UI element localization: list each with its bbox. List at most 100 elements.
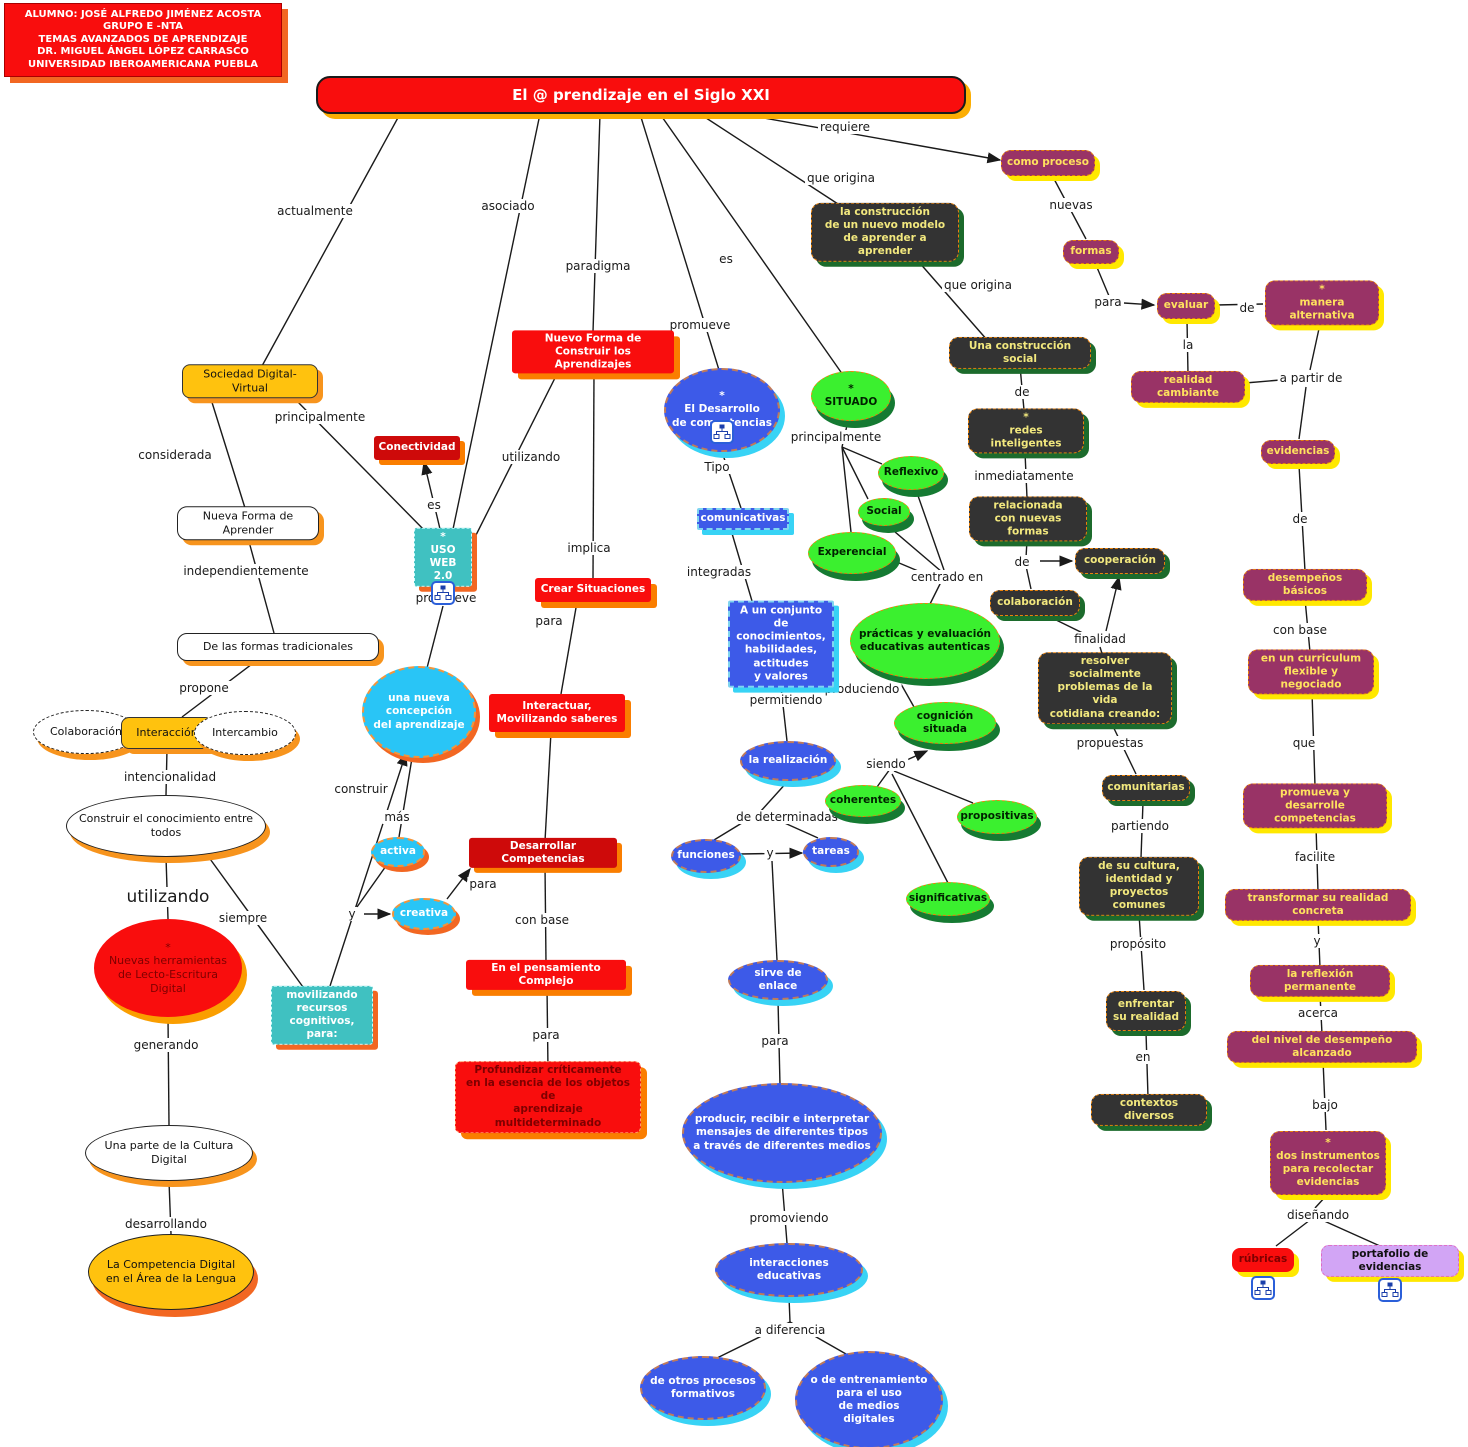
edge-label: la xyxy=(1180,338,1196,352)
node-colaboracion-dark[interactable]: colaboración xyxy=(990,590,1080,616)
node-relacionada-con-nuevas-formas[interactable]: relacionada con nuevas formas xyxy=(969,496,1087,542)
edge-label: para xyxy=(1092,295,1124,309)
edge-label: más xyxy=(382,810,412,824)
node-experiencial[interactable]: Experencial xyxy=(808,532,896,574)
node-tareas[interactable]: tareas xyxy=(803,837,859,867)
node-de-otros-procesos-formativos[interactable]: de otros procesos formativos xyxy=(640,1356,766,1420)
node-conjunto-conocimientos[interactable]: A un conjunto de conocimientos, habilida… xyxy=(728,600,834,688)
node-nivel-desempeno-alcanzado[interactable]: del nivel de desempeño alcanzado xyxy=(1227,1030,1417,1064)
node-sociedad-digital-virtual[interactable]: Sociedad Digital-Virtual xyxy=(182,364,318,398)
node-la-realizacion[interactable]: la realización xyxy=(740,741,836,781)
edge-label: de xyxy=(1290,512,1310,526)
node-contextos-diversos[interactable]: contextos diversos xyxy=(1091,1093,1207,1127)
node-rubricas[interactable]: rúbricas xyxy=(1232,1248,1294,1272)
edge-label: nuevas xyxy=(1047,198,1095,212)
node-nueva-forma-de-aprender[interactable]: Nueva Forma de Aprender xyxy=(177,506,319,540)
edge-label: generando xyxy=(131,1038,201,1052)
edge-label: siendo xyxy=(864,757,908,771)
node-construir-conocimiento-entre-todos[interactable]: Construir el conocimiento entre todos xyxy=(66,795,266,857)
edge-label: integradas xyxy=(684,565,754,579)
node-resolver-socialmente[interactable]: resolver socialmente problemas de la vid… xyxy=(1038,652,1172,724)
node-formas[interactable]: formas xyxy=(1063,240,1119,264)
node-cognicion-situada[interactable]: cognición situada xyxy=(894,702,996,744)
node-una-parte-cultura-digital[interactable]: Una parte de la Cultura Digital xyxy=(85,1125,253,1181)
node-activa[interactable]: activa xyxy=(371,837,425,867)
node-dos-instrumentos[interactable]: * dos instrumentos para recolectar evide… xyxy=(1270,1131,1386,1195)
node-una-construccion-social[interactable]: Una construcción social xyxy=(949,336,1091,370)
edge-label: facilite xyxy=(1292,850,1338,864)
node-construccion-nuevo-modelo[interactable]: la construcción de un nuevo modelo de ap… xyxy=(811,202,959,262)
node-reflexivo[interactable]: Reflexivo xyxy=(878,456,944,490)
node-sirve-de-enlace[interactable]: sirve de enlace xyxy=(728,960,828,1000)
edge-label: de xyxy=(1012,555,1032,569)
map-title[interactable]: El @ prendizaje en el Siglo XXI xyxy=(316,76,966,114)
edge-label: implica xyxy=(565,541,613,555)
edge-label: finalidad xyxy=(1072,632,1128,646)
node-movilizando-recursos-cognitivos[interactable]: movilizando recursos cognitivos, para: xyxy=(271,985,373,1045)
node-transformar-realidad[interactable]: transformar su realidad concreta xyxy=(1225,888,1411,922)
node-portafolio-evidencias[interactable]: portafolio de evidencias xyxy=(1321,1244,1459,1278)
node-significativas[interactable]: significativas xyxy=(906,882,990,916)
node-desarrollar-competencias[interactable]: Desarrollar Competencias xyxy=(469,837,617,869)
node-producir-recibir-interpretar[interactable]: producir, recibir e interpretar mensajes… xyxy=(682,1083,882,1183)
node-situado[interactable]: * SITUADO xyxy=(811,371,891,421)
node-enfrentar-su-realidad[interactable]: enfrentar su realidad xyxy=(1106,991,1186,1031)
edge-label: utilizando xyxy=(124,887,212,907)
node-desempenos-basicos[interactable]: desempeños básicos xyxy=(1243,568,1367,602)
node-cooperacion[interactable]: cooperación xyxy=(1075,548,1165,574)
edge-label: y xyxy=(346,907,358,921)
edge-label: propósito xyxy=(1107,937,1169,951)
node-evaluar[interactable]: evaluar xyxy=(1157,293,1215,319)
node-interacciones-educativas[interactable]: interacciones educativas xyxy=(715,1243,863,1297)
edge-label: de xyxy=(1012,385,1032,399)
node-colaboracion-ellipse[interactable]: Colaboración xyxy=(33,710,139,754)
edge-label: diseñando xyxy=(1284,1208,1352,1222)
node-comunicativas[interactable]: comunicativas xyxy=(697,508,789,530)
node-conectividad[interactable]: Conectividad xyxy=(374,436,460,460)
node-el-desarrollo-de-competencias[interactable]: * El Desarrollo de competencias xyxy=(664,368,780,452)
node-profundizar-criticamente[interactable]: Profundizar críticamente en la esencia d… xyxy=(455,1061,641,1133)
node-practicas-evaluacion-autenticas[interactable]: prácticas y evaluación educativas autent… xyxy=(850,603,1000,679)
node-intercambio[interactable]: Intercambio xyxy=(194,711,296,755)
node-evidencias[interactable]: evidencias xyxy=(1261,440,1335,464)
node-manera-alternativa[interactable]: * manera alternativa xyxy=(1265,280,1379,326)
node-redes-inteligentes[interactable]: * redes inteligentes xyxy=(968,408,1084,454)
edge-label: partiendo xyxy=(1109,819,1171,833)
edge-label: permitiendo xyxy=(747,693,825,707)
edge-label: siempre xyxy=(216,911,270,925)
node-reflexion-permanente[interactable]: la reflexión permanente xyxy=(1250,964,1390,998)
node-interactuar-movilizando-saberes[interactable]: Interactuar, Movilizando saberes xyxy=(489,694,625,732)
node-competencia-digital-lengua[interactable]: La Competencia Digital en el Área de la … xyxy=(88,1234,254,1310)
node-o-de-entrenamiento-medios-digitales[interactable]: o de entrenamiento para el uso de medios… xyxy=(795,1351,943,1447)
node-uso-web-20[interactable]: * USO WEB 2.0 xyxy=(414,527,472,587)
node-comunitarias[interactable]: comunitarias xyxy=(1102,775,1190,801)
edge-label: en xyxy=(1133,1050,1153,1064)
edge-label: desarrollando xyxy=(123,1217,209,1231)
node-en-el-pensamiento-complejo[interactable]: En el pensamiento Complejo xyxy=(466,959,626,991)
node-propositivas[interactable]: propositivas xyxy=(957,800,1037,834)
desarrollo-competencias-sitemap-icon xyxy=(710,420,734,444)
edge-label: es xyxy=(717,252,735,266)
node-realidad-cambiante[interactable]: realidad cambiante xyxy=(1131,370,1245,404)
node-social[interactable]: Social xyxy=(858,498,910,526)
edge-label: que origina xyxy=(942,278,1014,292)
edge-label: con base xyxy=(1271,623,1329,637)
edge-label: considerada xyxy=(136,448,214,462)
edge-label: paradigma xyxy=(563,259,633,273)
node-como-proceso[interactable]: como proceso xyxy=(1001,150,1095,176)
edge-label: es xyxy=(425,498,443,512)
node-de-su-cultura-identidad[interactable]: de su cultura, identidad y proyectos com… xyxy=(1079,856,1199,916)
node-una-nueva-concepcion[interactable]: una nueva concepción del aprendizaje xyxy=(362,666,476,758)
node-creativa[interactable]: creativa xyxy=(392,898,456,930)
node-curriculum-flexible[interactable]: en un curriculum flexible y negociado xyxy=(1248,649,1374,695)
node-de-las-formas-tradicionales[interactable]: De las formas tradicionales xyxy=(177,633,379,661)
edge-label: promueve xyxy=(667,318,733,332)
node-promueva-desarrolle[interactable]: promueva y desarrolle competencias xyxy=(1243,783,1387,829)
edge-label: intencionalidad xyxy=(121,770,219,784)
node-nuevo-forma-construir-aprendizajes[interactable]: Nuevo Forma de Construir los Aprendizaje… xyxy=(512,330,674,374)
node-funciones[interactable]: funciones xyxy=(671,839,741,873)
edge-label: para xyxy=(759,1034,791,1048)
node-coherentes[interactable]: coherentes xyxy=(825,785,901,817)
node-crear-situaciones[interactable]: Crear Situaciones xyxy=(535,578,651,602)
node-nuevas-herramientas-lecto-escritura[interactable]: * Nuevas herramientas de Lecto-Escritura… xyxy=(94,919,242,1017)
